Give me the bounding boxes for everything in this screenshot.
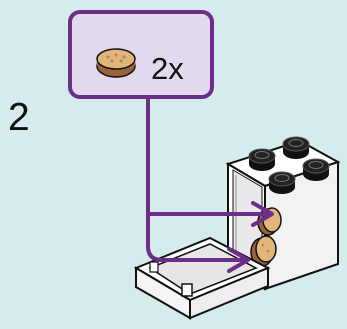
instruction-panel: 2 2x [0, 0, 347, 329]
assembly-illustration [0, 0, 347, 329]
